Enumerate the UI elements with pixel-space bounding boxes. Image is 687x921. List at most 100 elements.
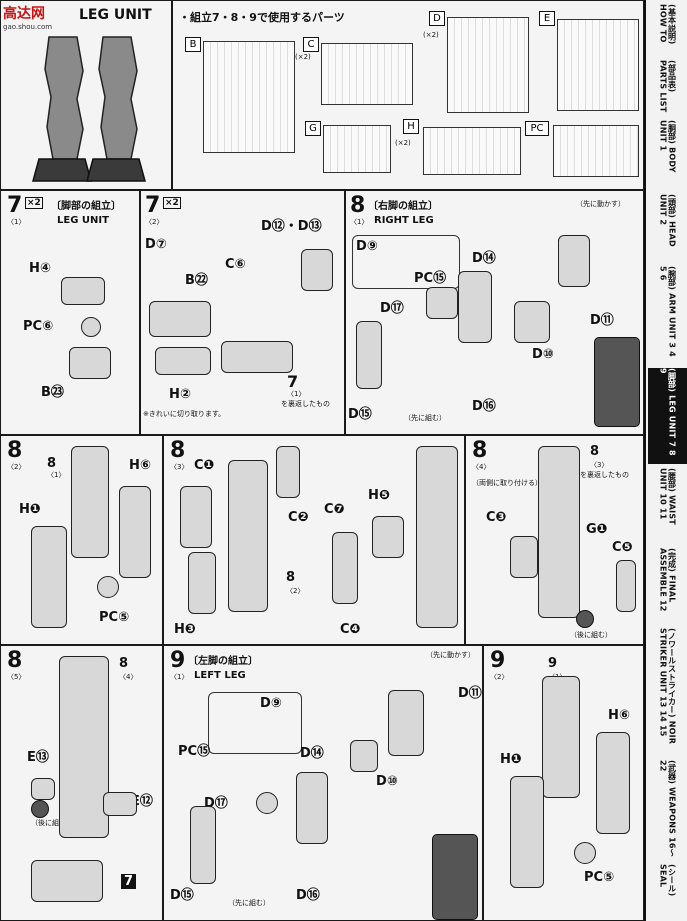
step-title-jp: 〔脚部の組立〕	[51, 201, 121, 212]
index-parts-list[interactable]: (部品表) PARTS LIST	[658, 60, 677, 113]
runner-h-mult: (×2)	[395, 139, 411, 147]
part-drawing	[616, 560, 636, 612]
index-how-to[interactable]: (基本説明) HOW TO	[658, 4, 677, 45]
part-drawing	[31, 526, 67, 628]
index-head-unit[interactable]: (頭部) HEAD UNIT 2	[658, 194, 677, 247]
step-8-1-panel: 8 〈1〉 〔右脚の組立〕 RIGHT LEG D⑨ PC⑮ D⑭ D⑰ D⑪ …	[345, 190, 644, 435]
index-body-unit[interactable]: (胴部) BODY UNIT 1	[658, 120, 677, 173]
part-drawing	[510, 536, 538, 578]
step-multiplier: ×2	[25, 197, 43, 209]
part-label: D⑭	[472, 251, 496, 266]
ref-note: を裏返したもの	[580, 471, 629, 479]
runner-h-diagram	[423, 127, 521, 175]
part-label: H④	[29, 261, 51, 276]
part-drawing	[155, 347, 211, 375]
part-drawing	[31, 778, 55, 800]
part-drawing	[180, 486, 212, 548]
part-drawing	[388, 690, 424, 756]
index-arm-unit[interactable]: (腕部) ARM UNIT 3 4 5 6	[658, 266, 677, 357]
part-label: E⑬	[27, 750, 49, 765]
runner-label-e: E	[539, 11, 555, 26]
ref-step-sub: 〈4〉	[119, 673, 138, 681]
both-sides-note: （両側に取り付ける）	[472, 479, 542, 487]
part-label: C❷	[288, 510, 309, 525]
site-logo: 高达网 gao.shou.com	[3, 3, 52, 31]
step-sub: 〈1〉	[350, 218, 369, 226]
step-sub: 〈4〉	[472, 463, 491, 471]
part-drawing	[149, 301, 211, 337]
step-7-2-panel: 7 〈2〉 ×2 D⑦ B㉒ C⑥ D⑫・D⑬ H② ※きれいに切り取ります。 …	[140, 190, 345, 435]
part-drawing	[432, 834, 478, 920]
step-number: 7	[145, 193, 161, 218]
ref-note: を裏返したもの	[281, 400, 330, 408]
step-title-jp: 〔右脚の組立〕	[368, 201, 438, 212]
combine-first-note: （先に組む）	[404, 414, 446, 422]
index-waist-unit[interactable]: (腰部) WAIST UNIT 10 11	[658, 468, 677, 525]
part-drawing	[190, 806, 216, 884]
index-seal[interactable]: (シール) SEAL	[658, 864, 677, 897]
ref-step-number: 7	[287, 372, 299, 391]
part-drawing	[356, 321, 382, 389]
part-drawing	[558, 235, 590, 287]
page-title: LEG UNIT	[79, 7, 152, 23]
step-number: 8	[7, 648, 23, 673]
runner-label-pc: PC	[525, 121, 549, 136]
joint-drawing	[576, 610, 594, 628]
part-label: B㉒	[185, 273, 208, 288]
part-drawing	[594, 337, 640, 427]
index-leg-unit[interactable]: (脚部) LEG UNIT 7 8 9	[648, 368, 687, 464]
part-drawing	[59, 656, 109, 838]
step-title-en: RIGHT LEG	[374, 215, 434, 226]
step-number: 8	[7, 438, 23, 463]
part-label: D⑭	[300, 746, 324, 761]
polycap-drawing	[574, 842, 596, 864]
step-sub: 〈1〉	[7, 218, 26, 226]
step-number: 8	[472, 438, 488, 463]
ref-step-sub: 〈1〉	[287, 390, 306, 398]
runner-e-diagram	[557, 19, 639, 111]
step-multiplier: ×2	[163, 197, 181, 209]
ref-step-sub: 〈3〉	[590, 461, 609, 469]
step-number: 7	[7, 193, 23, 218]
part-drawing	[228, 460, 268, 612]
runner-c-mult: (×2)	[295, 53, 311, 61]
part-label: D⑪	[458, 686, 482, 701]
part-drawing	[514, 301, 550, 343]
ref-step-label: 8	[286, 570, 296, 585]
step-title-en: LEFT LEG	[194, 670, 246, 681]
index-final-assemble[interactable]: (完成) FINAL ASSEMBLE 12	[658, 548, 677, 612]
part-label: H❺	[368, 488, 390, 503]
joint-drawing	[31, 800, 49, 818]
ref-step-label: 8	[119, 656, 129, 671]
part-label: PC⑤	[99, 610, 130, 625]
step-9-1-panel: 9 〈1〉 〔左脚の組立〕 LEFT LEG D⑨ PC⑮ D⑭ D⑰ D⑪ D…	[163, 645, 483, 921]
cut-note: ※きれいに切り取ります。	[143, 410, 226, 418]
section-index-sidebar: (基本説明) HOW TO (部品表) PARTS LIST (胴部) BODY…	[644, 0, 687, 921]
step-8-3-panel: 8 〈3〉 C❶ C❷ H❸ 8 〈2〉 C❼ H❺ C❹	[163, 435, 465, 645]
ref-step-label: 7	[121, 874, 137, 889]
part-label: D⑮	[170, 888, 194, 903]
ref-step-sub: 〈1〉	[47, 471, 66, 479]
step-sub: 〈5〉	[7, 673, 26, 681]
runner-b-diagram	[203, 41, 295, 153]
step-number: 9	[170, 648, 186, 673]
part-drawing	[350, 740, 378, 772]
runner-label-b: B	[185, 37, 201, 52]
runner-label-g: G	[305, 121, 321, 136]
step-title-en: LEG UNIT	[57, 215, 109, 226]
part-label: C❼	[324, 502, 345, 517]
runner-d-diagram	[447, 17, 529, 113]
index-noir-striker-unit[interactable]: (ノワールストライカー) NOIR STRIKER UNIT 13 14 15	[658, 628, 677, 745]
step-sub: 〈2〉	[7, 463, 26, 471]
part-drawing	[332, 532, 358, 604]
part-drawing	[301, 249, 333, 291]
part-drawing	[296, 772, 328, 844]
move-first-note: （先に動かす）	[576, 200, 625, 208]
part-drawing	[69, 347, 111, 379]
step-8-5-panel: 8 〈5〉 8 〈4〉 E⑬ E⑫ 7 （後に組む）	[0, 645, 163, 921]
part-drawing	[221, 341, 293, 373]
ref-step-sub: 〈2〉	[286, 587, 305, 595]
runner-c-diagram	[321, 43, 413, 105]
index-weapons[interactable]: (武器) WEAPONS 16〜22	[658, 760, 677, 857]
